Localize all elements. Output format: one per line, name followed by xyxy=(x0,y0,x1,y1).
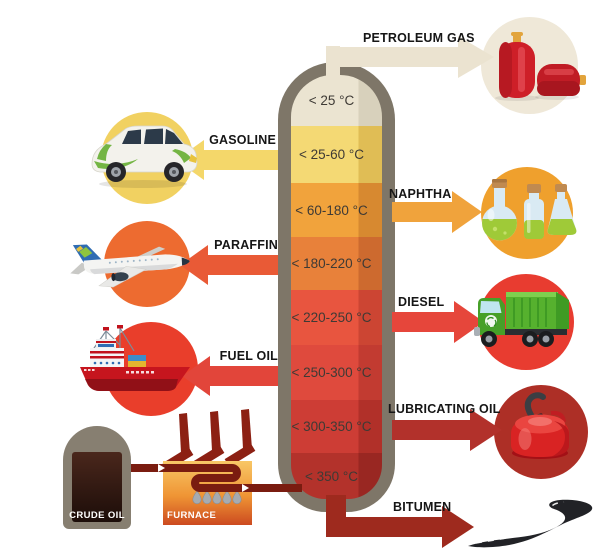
road-icon xyxy=(468,499,593,548)
pipe-flow-arrow-icon xyxy=(242,484,249,492)
gas-cylinders-icon xyxy=(495,32,586,101)
column-segment: < 25 °C xyxy=(291,75,382,126)
column-segment: < 220-250 °C xyxy=(291,290,382,345)
lubricating-oil-arrowhead xyxy=(470,409,502,451)
car-icon xyxy=(91,125,198,188)
petroleum-gas-arrowhead xyxy=(458,36,494,78)
garbage-truck-icon xyxy=(474,292,569,347)
temp-label: < 350 °C xyxy=(304,468,359,484)
crude-oil-tank-fill xyxy=(72,452,122,522)
column-segment: < 250-300 °C xyxy=(291,345,382,400)
temp-label: < 250-300 °C xyxy=(291,365,372,380)
naphtha-label: NAPHTHA xyxy=(389,187,452,201)
column-segment: < 180-220 °C xyxy=(291,237,382,290)
diesel-label: DIESEL xyxy=(398,295,445,309)
naphtha-arrow xyxy=(392,202,452,222)
column-segment: < 25-60 °C xyxy=(291,126,382,183)
temp-label: < 180-220 °C xyxy=(291,256,372,271)
pipe-flow-arrow-icon xyxy=(158,464,165,472)
distillation-column-interior: < 25 °C < 25-60 °C < 60-180 °C < 180-220… xyxy=(291,75,382,499)
naphtha-arrowhead xyxy=(452,191,482,233)
bitumen-arrowhead xyxy=(442,506,474,548)
diesel-arrow xyxy=(392,312,454,332)
gasoline-label: GASOLINE xyxy=(209,133,276,147)
temp-label: < 300-350 °C xyxy=(291,419,372,434)
airplane-icon xyxy=(70,244,190,288)
temp-label: < 25 °C xyxy=(308,93,355,108)
petroleum-gas-label: PETROLEUM GAS xyxy=(363,31,475,45)
temp-label: < 25-60 °C xyxy=(298,147,365,162)
column-segment: < 350 °C xyxy=(291,453,382,499)
column-segment: < 300-350 °C xyxy=(291,400,382,453)
fuel-oil-arrowhead xyxy=(182,356,210,396)
paraffin-label: PARAFFIN xyxy=(214,238,278,252)
fuel-oil-arrow xyxy=(210,366,278,386)
crude-oil-pipe xyxy=(112,464,302,492)
oil-can-icon xyxy=(511,392,569,459)
paraffin-arrow xyxy=(208,255,278,275)
ship-icon xyxy=(80,325,190,391)
petroleum-gas-arrow xyxy=(326,47,458,67)
bitumen-arrow xyxy=(326,517,442,537)
temp-label: < 220-250 °C xyxy=(291,310,372,325)
lubricating-oil-label: LUBRICATING OIL xyxy=(388,402,501,416)
bottles-icon xyxy=(482,179,577,241)
fuel-oil-label: FUEL OIL xyxy=(219,349,278,363)
furnace-label: FURNACE xyxy=(167,510,217,521)
gasoline-arrow xyxy=(204,150,278,170)
paraffin-arrowhead xyxy=(180,245,208,285)
temp-label: < 60-180 °C xyxy=(295,202,368,218)
column-segment: < 60-180 °C xyxy=(291,183,382,237)
lubricating-oil-arrow xyxy=(392,420,470,440)
bitumen-label: BITUMEN xyxy=(393,500,452,514)
crude-oil-label: CRUDE OIL xyxy=(69,510,125,521)
